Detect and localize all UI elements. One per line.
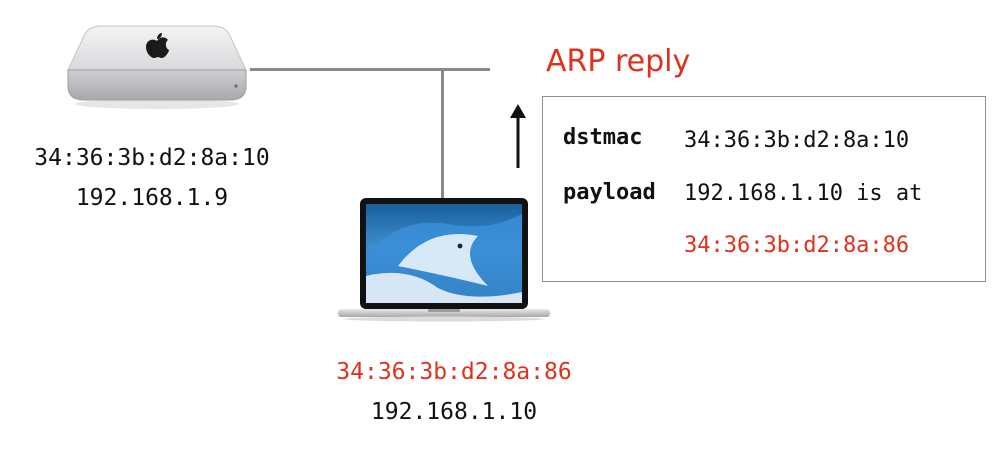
dstmac-value: 34:36:3b:d2:8a:10: [684, 128, 910, 153]
network-wire-horizontal: [250, 68, 490, 71]
payload-mac-address: 34:36:3b:d2:8a:86: [684, 233, 910, 258]
payload-text: 192.168.1.10 is at: [684, 181, 923, 206]
dstmac-label: dstmac: [563, 125, 643, 150]
payload-label: payload: [563, 180, 656, 205]
up-arrow-icon: [510, 104, 526, 168]
laptop-mac-address: 34:36:3b:d2:8a:86: [336, 359, 572, 385]
mac-mini-ip-address: 192.168.1.9: [75, 185, 229, 211]
laptop-ip-address: 192.168.1.10: [370, 399, 538, 425]
arp-reply-title: ARP reply: [546, 44, 691, 79]
apple-logo-icon: [146, 33, 169, 58]
mac-mini-mac-address: 34:36:3b:d2:8a:10: [34, 145, 270, 171]
network-wire-vertical: [441, 68, 444, 206]
laptop-icon: [338, 198, 550, 322]
mac-mini-icon: [67, 25, 247, 109]
arp-packet-box: [542, 96, 986, 282]
